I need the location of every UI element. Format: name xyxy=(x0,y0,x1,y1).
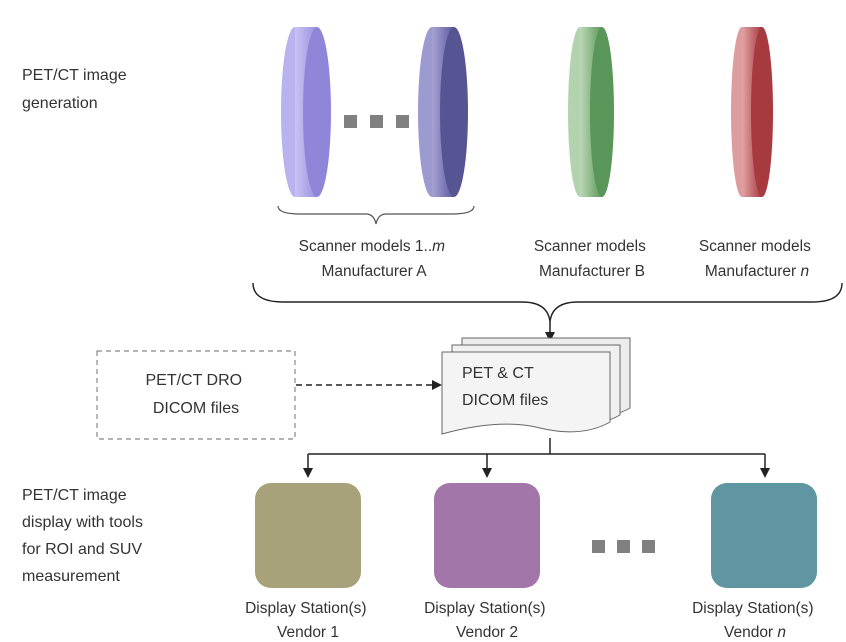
distribution-connector xyxy=(303,438,770,478)
scanner-label-n: Scanner models Manufacturer n xyxy=(699,238,815,280)
scanner-disc-a1 xyxy=(281,27,331,197)
station-label-2: Display Station(s) Vendor 2 xyxy=(424,600,550,641)
ellipsis-icon xyxy=(592,540,655,553)
station-label-n: Display Station(s) Vendor n xyxy=(692,600,818,641)
section-label-display: PET/CT image display with tools for ROI … xyxy=(22,487,147,585)
scanner-label-a: Scanner models 1..m Manufacturer A xyxy=(299,238,450,280)
display-station-1 xyxy=(255,483,361,588)
station-label-1: Display Station(s) Vendor 1 xyxy=(245,600,371,641)
ellipsis-icon xyxy=(344,115,409,128)
dicom-doc-label: PET & CT DICOM files xyxy=(462,365,548,409)
scanner-disc-a2 xyxy=(418,27,468,197)
brace-manufacturer-a xyxy=(277,205,475,225)
scanner-disc-n xyxy=(731,27,773,197)
scanner-disc-b xyxy=(568,27,614,197)
display-station-n xyxy=(711,483,817,588)
brace-all-scanners xyxy=(252,282,843,323)
scanner-label-b: Scanner models Manufacturer B xyxy=(534,238,650,280)
dicom-document-stack xyxy=(441,337,631,435)
dro-box xyxy=(96,350,296,440)
display-station-2 xyxy=(434,483,540,588)
section-label-generation: PET/CT image generation xyxy=(22,67,131,112)
dro-label: PET/CT DRO DICOM files xyxy=(145,372,246,417)
